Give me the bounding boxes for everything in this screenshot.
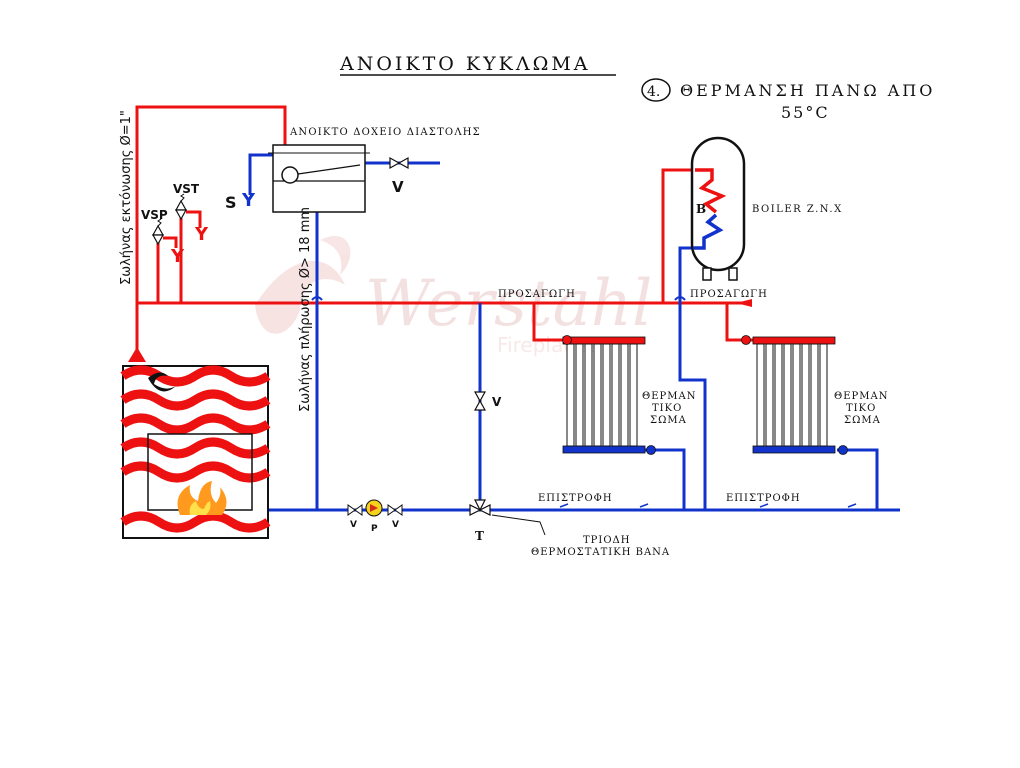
- number-badge: [641, 78, 671, 102]
- tank-label: ΑΝΟΙΚΤΟ ΔΟΧΕΙΟ ΔΙΑΣΤΟΛΗΣ: [289, 127, 481, 138]
- radiator-1-label-2: ΤΙΚΟ: [652, 403, 682, 414]
- flow-label-2: ΠΡΟΣΑΓΩΓΗ: [690, 289, 768, 300]
- valve-label-2: ΘΕΡΜΟΣΤΑΤΙΚΗ ΒΑΝΑ: [531, 547, 670, 558]
- boiler-b-label: B: [696, 202, 706, 216]
- three-way-valve-label: T: [475, 529, 484, 543]
- boiler: [690, 136, 746, 281]
- vsp-label: VSP: [141, 208, 168, 222]
- radiator-2-label-2: ΤΙΚΟ: [846, 403, 876, 414]
- supply-label: S: [225, 193, 237, 212]
- supply-drain-icon: Y: [241, 190, 256, 211]
- expansion-pipe-label: Σωλήνας εκτόνωσης Ø=1": [119, 110, 134, 285]
- valve-label-1: ΤΡΙΟΔΗ: [583, 535, 631, 546]
- pipe-crossing-1: [311, 296, 323, 301]
- boiler-label: BOILER Z.N.X: [752, 204, 843, 215]
- pump-right-valve[interactable]: [387, 504, 403, 516]
- pump-left-valve-label: V: [350, 520, 357, 530]
- relief-drain-1: Y: [170, 246, 185, 267]
- radiator-2-label-1: ΘΕΡΜΑΝ: [834, 391, 888, 402]
- fill-pipe-label: Σωλήνας πλήρωσης Ø> 18 mm: [298, 207, 313, 412]
- tank-valve-label: V: [392, 178, 404, 196]
- return-label-1: ΕΠΙΣΤΡΟΦΗ: [538, 493, 613, 504]
- circulator-pump[interactable]: [365, 499, 383, 517]
- subtitle-number: 4.: [647, 84, 660, 100]
- expansion-tank: [268, 144, 370, 213]
- three-way-valve[interactable]: [469, 499, 491, 516]
- pump-left-valve[interactable]: [347, 504, 363, 516]
- float-ball: [281, 166, 299, 184]
- riser-valve[interactable]: [473, 391, 487, 411]
- subtitle-line1: ΘΕΡΜΑΝΣΗ ΠΑΝΩ ΑΠΟ: [680, 81, 935, 100]
- expansion-arrow: [128, 347, 146, 362]
- float-arm: [297, 164, 361, 175]
- page-title: ΑΝΟΙΚΤΟ ΚΥΚΛΩΜΑ: [339, 53, 591, 75]
- riser-valve-label: V: [492, 395, 502, 409]
- pump-label: P: [371, 524, 378, 534]
- vst-valve[interactable]: [174, 193, 188, 221]
- flow-label-1: ΠΡΟΣΑΓΩΓΗ: [498, 289, 576, 300]
- flow-arrow: [736, 299, 752, 307]
- flow-pipes: [135, 105, 755, 350]
- vsp-valve[interactable]: [151, 218, 165, 246]
- fireplace: [120, 365, 271, 539]
- valve-leader: [491, 514, 546, 536]
- flame-icon: [177, 481, 227, 515]
- return-label-2: ΕΠΙΣΤΡΟΦΗ: [726, 493, 801, 504]
- radiator-2-label-3: ΣΩΜΑ: [844, 415, 881, 426]
- vst-label: VST: [173, 182, 200, 196]
- radiator-1: [562, 335, 656, 455]
- subtitle-line2: 55°C: [781, 103, 830, 122]
- radiator-2: [741, 335, 848, 455]
- tank-inlet-valve[interactable]: [389, 156, 409, 170]
- relief-drain-2: Y: [194, 224, 209, 245]
- radiator-1-label-3: ΣΩΜΑ: [650, 415, 687, 426]
- radiator-1-label-1: ΘΕΡΜΑΝ: [642, 391, 696, 402]
- relief-stubs: [163, 210, 202, 248]
- return-arrows: [559, 503, 857, 508]
- pump-right-valve-label: V: [392, 520, 399, 530]
- pipe-crossing-2: [674, 296, 686, 301]
